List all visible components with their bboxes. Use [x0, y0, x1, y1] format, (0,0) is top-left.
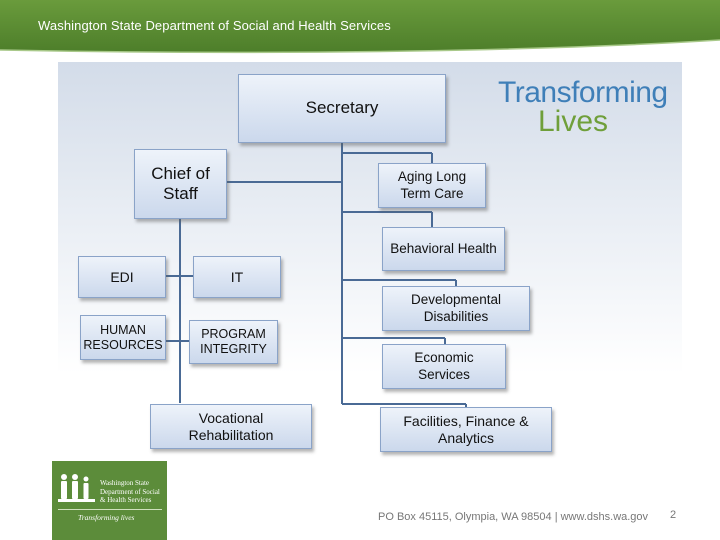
- box-it: IT: [193, 256, 281, 298]
- box-aging-long-term-care: Aging Long Term Care: [378, 163, 486, 208]
- box-human-resources: HUMAN RESOURCES: [80, 315, 166, 360]
- header-title: Washington State Department of Social an…: [38, 18, 391, 33]
- box-secretary: Secretary: [238, 74, 446, 143]
- dshs-logo: Washington State Department of Social & …: [52, 461, 167, 540]
- box-economic-services: Economic Services: [382, 344, 506, 389]
- people-figures-icon: [58, 474, 95, 502]
- box-facilities-finance-analytics: Facilities, Finance & Analytics: [380, 407, 552, 452]
- box-vocational-rehabilitation: Vocational Rehabilitation: [150, 404, 312, 449]
- box-program-integrity: PROGRAM INTEGRITY: [189, 320, 278, 364]
- logo-text: Washington State Department of Social & …: [100, 479, 160, 504]
- brand-line1: Transforming: [498, 76, 668, 109]
- transforming-lives-logo: Transforming Lives: [498, 76, 668, 138]
- logo-tagline: Transforming lives: [78, 513, 135, 522]
- brand-line2: Lives: [538, 105, 609, 138]
- box-chief-of-staff: Chief of Staff: [134, 149, 227, 219]
- box-developmental-disabilities: Developmental Disabilities: [382, 286, 530, 331]
- footer-address: PO Box 45115, Olympia, WA 98504 | www.ds…: [378, 511, 649, 523]
- box-behavioral-health: Behavioral Health: [382, 227, 505, 271]
- page-number: 2: [670, 509, 677, 521]
- box-edi: EDI: [78, 256, 166, 298]
- header-banner: [0, 0, 720, 54]
- logo-divider: [58, 509, 162, 510]
